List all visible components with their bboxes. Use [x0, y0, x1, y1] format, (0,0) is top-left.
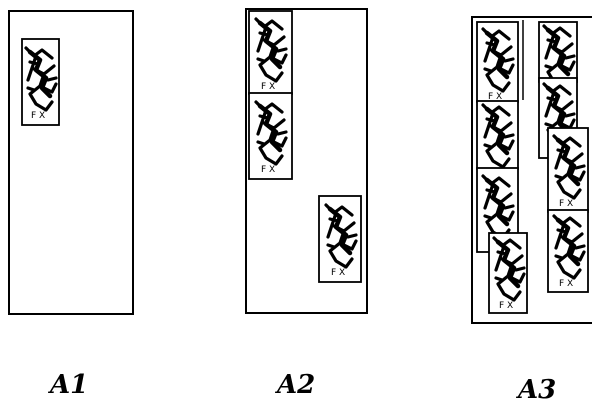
crack-pattern-tile-icon: [547, 127, 589, 213]
crack-pattern-tile-icon: [476, 100, 519, 178]
crack-pattern-tile-icon: [547, 209, 589, 293]
crack-pattern-tile-icon: [248, 10, 293, 95]
panel-label-a1: A1: [47, 370, 88, 400]
crack-pattern-tile-icon: [248, 92, 293, 180]
panel-label-a2: A2: [274, 370, 315, 400]
crack-pattern-tile-icon: [538, 21, 578, 99]
crack-pattern-tile-icon: [476, 21, 519, 102]
panel-a3: A3: [471, 16, 592, 405]
crack-pattern-tile-icon: [318, 195, 362, 283]
panel-a2: A2: [245, 8, 368, 400]
crack-pattern-tile-icon: [488, 232, 528, 314]
panel-label-a3: A3: [515, 375, 556, 405]
crack-pattern-tile-icon: [21, 38, 60, 126]
panel-a1: A1: [8, 10, 134, 400]
